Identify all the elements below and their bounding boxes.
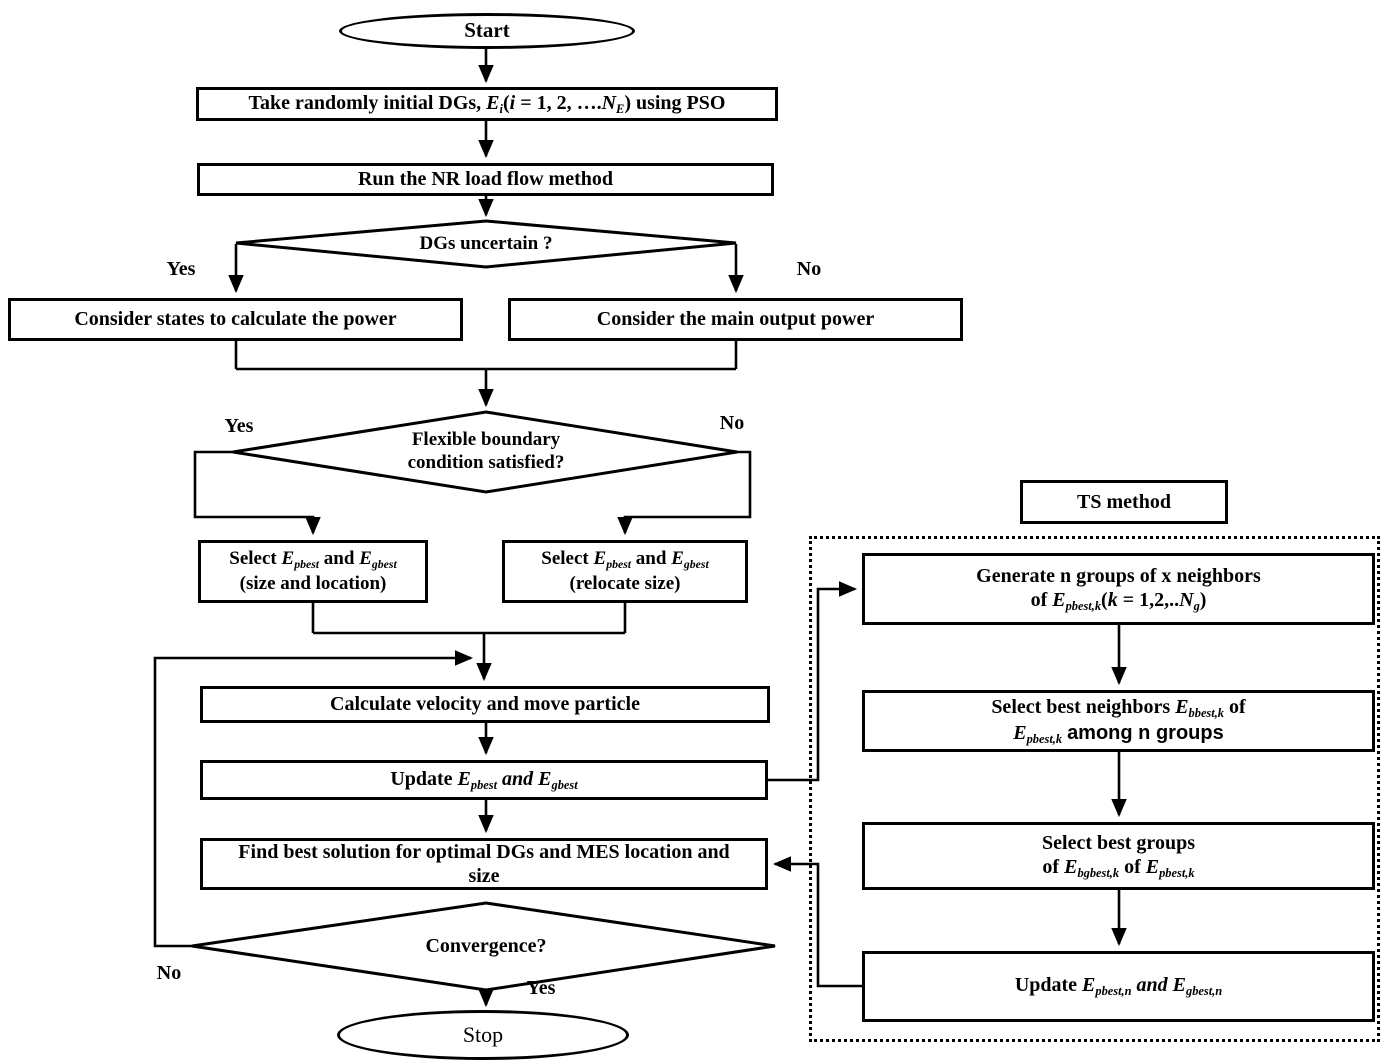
ts-method-title: TS method: [1077, 490, 1171, 513]
label-convergence-yes: Yes: [518, 977, 564, 1000]
ts-select-groups-line2: of Ebgbest,k of Epbest,k: [1042, 856, 1195, 881]
decision-convergence-shape: [191, 901, 776, 992]
process-select-size-location: Select Epbest and Egbest (size and locat…: [198, 540, 428, 603]
select-relocate-size-line1: Select Epbest and Egbest: [541, 548, 709, 572]
select-size-location-line2: (size and location): [239, 573, 387, 595]
process-select-relocate-size: Select Epbest and Egbest (relocate size): [502, 540, 748, 603]
process-consider-main-output: Consider the main output power: [508, 298, 963, 341]
convergence-yes-text: Yes: [526, 977, 556, 999]
flexible-yes-text: Yes: [224, 415, 254, 437]
ts-select-groups-line1: Select best groups: [1042, 831, 1195, 854]
label-uncertain-no: No: [788, 258, 830, 281]
decision-dgs-uncertain-shape: [235, 219, 737, 269]
convergence-text: Convergence?: [425, 934, 547, 957]
label-uncertain-yes: Yes: [158, 258, 204, 281]
ts-update-label: Update Epbest,n and Egbest,n: [1014, 974, 1223, 999]
flexible-boundary-line2: condition satisfied?: [407, 452, 565, 473]
ts-select-neighbors-line1: Select best neighbors Ebbest,k of: [991, 695, 1246, 720]
process-find-best-solution: Find best solution for optimal DGs and M…: [200, 838, 768, 890]
update-pbest-gbest-label: Update Epbest and Egbest: [390, 767, 578, 792]
flexible-no-text: No: [719, 412, 745, 434]
process-consider-main-label: Consider the main output power: [596, 308, 875, 331]
ts-generate-line1: Generate n groups of x neighbors: [976, 564, 1261, 587]
process-update-pbest-gbest: Update Epbest and Egbest: [200, 760, 768, 800]
calculate-velocity-label: Calculate velocity and move particle: [330, 693, 640, 716]
arrow-flexible-no: [617, 450, 752, 536]
arrow-ts4-to-find: [772, 856, 862, 988]
uncertain-no-text: No: [796, 258, 822, 280]
start-label: Start: [464, 18, 510, 43]
find-best-solution-line2: size: [468, 865, 500, 887]
process-consider-states: Consider states to calculate the power: [8, 298, 463, 341]
process-run-nr-label: Run the NR load flow method: [357, 168, 614, 191]
dgs-uncertain-text: DGs uncertain ?: [419, 233, 553, 255]
decision-dgs-uncertain-label: DGs uncertain ?: [336, 231, 636, 257]
ts-generate-line2: of Epbest,k(k = 1,2,..Ng): [1030, 589, 1207, 614]
ts-process-update-pbest-gbest-n: Update Epbest,n and Egbest,n: [862, 951, 1375, 1022]
stop-label: Stop: [462, 1021, 504, 1047]
process-calculate-velocity: Calculate velocity and move particle: [200, 686, 770, 723]
find-best-solution-line1: Find best solution for optimal DGs and M…: [238, 841, 730, 863]
connector-consider-merge: [234, 341, 738, 371]
process-init-dgs-label: Take randomly initial DGs, Ei(i = 1, 2, …: [248, 91, 726, 116]
start-terminator: Start: [339, 13, 635, 49]
convergence-no-text: No: [156, 962, 182, 984]
ts-process-select-best-groups: Select best groups of Ebgbest,k of Epbes…: [862, 822, 1375, 890]
label-convergence-no: No: [148, 962, 190, 985]
arrow-convergence-no-loop: [153, 650, 474, 948]
label-flexible-no: No: [711, 412, 753, 435]
process-consider-states-label: Consider states to calculate the power: [74, 308, 397, 331]
process-init-dgs: Take randomly initial DGs, Ei(i = 1, 2, …: [196, 87, 778, 121]
label-flexible-yes: Yes: [216, 415, 262, 438]
ts-select-neighbors-line2: Epbest,k among n groups: [1013, 722, 1224, 746]
select-size-location-line1: Select Epbest and Egbest: [229, 548, 397, 572]
decision-convergence-label: Convergence?: [336, 933, 636, 959]
ts-process-generate-neighbors: Generate n groups of x neighbors of Epbe…: [862, 553, 1375, 625]
ts-method-title-box: TS method: [1020, 480, 1228, 524]
uncertain-yes-text: Yes: [166, 258, 196, 280]
flexible-boundary-line1: Flexible boundary: [411, 428, 561, 450]
decision-flexible-boundary-shape: [232, 410, 738, 494]
arrow-update-to-ts1: [768, 581, 858, 782]
decision-flexible-boundary-label: Flexible boundary condition satisfied?: [336, 425, 636, 477]
arrow-flexible-yes: [193, 450, 321, 536]
select-relocate-size-line2: (relocate size): [569, 573, 681, 595]
stop-terminator: Stop: [337, 1010, 629, 1060]
process-run-nr-load-flow: Run the NR load flow method: [197, 163, 774, 196]
connector-select-merge: [311, 603, 627, 635]
ts-process-select-best-neighbors: Select best neighbors Ebbest,k of Epbest…: [862, 690, 1375, 752]
ts-method-container: [809, 536, 1380, 1042]
